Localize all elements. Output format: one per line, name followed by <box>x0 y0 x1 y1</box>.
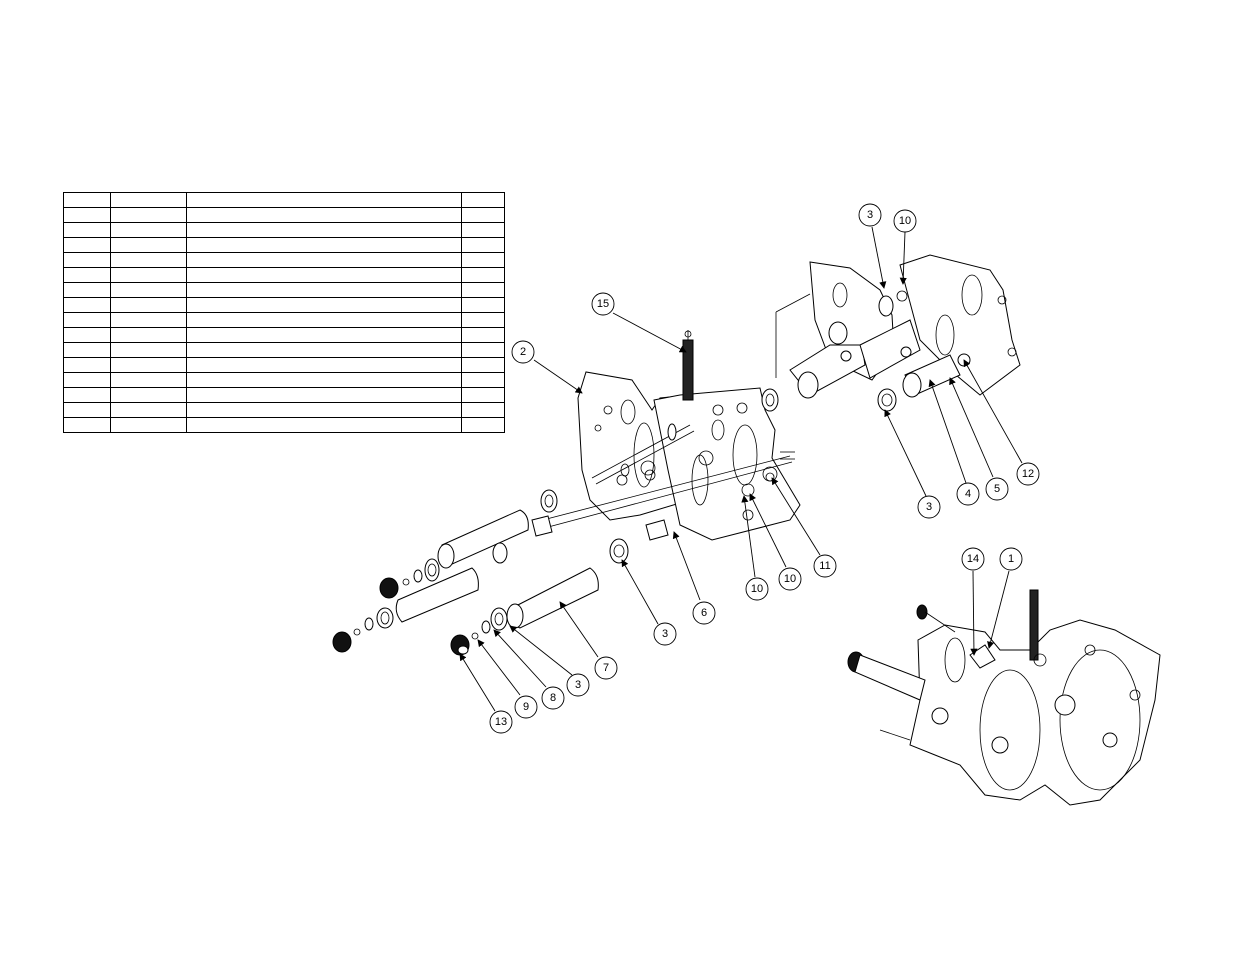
callout-1: 1 <box>999 547 1023 571</box>
upper-roller-bearings <box>402 489 558 586</box>
leader-11 <box>771 477 821 556</box>
svg-text:3: 3 <box>867 209 873 221</box>
leader-3d <box>509 625 573 676</box>
bom-row <box>63 222 505 238</box>
leader-4 <box>928 379 967 484</box>
callout-8: 8 <box>541 686 565 710</box>
svg-text:5: 5 <box>994 483 1000 495</box>
svg-text:1: 1 <box>1008 553 1014 565</box>
svg-text:13: 13 <box>495 716 507 728</box>
callout-4: 4 <box>956 482 980 506</box>
callout-10: 10 <box>893 209 917 233</box>
bom-row <box>63 357 505 373</box>
leader-10b <box>749 493 787 568</box>
right-side-plate <box>653 387 801 541</box>
lower-left-knob <box>332 631 352 653</box>
svg-text:10: 10 <box>784 573 796 585</box>
upper-shaft <box>591 423 695 485</box>
svg-text:7: 7 <box>603 662 609 674</box>
svg-text:8: 8 <box>550 692 556 704</box>
lower-left-bearings <box>353 607 394 636</box>
upper-roller-7a <box>437 509 529 569</box>
bom-row <box>63 252 505 268</box>
svg-text:9: 9 <box>523 701 529 713</box>
upper-knob <box>379 577 399 599</box>
leader-6 <box>672 531 701 601</box>
leader-lines <box>459 226 1023 712</box>
callout-6: 6 <box>692 601 716 625</box>
svg-text:6: 6 <box>701 607 707 619</box>
bom-row <box>63 327 505 343</box>
callout-2: 2 <box>511 340 535 364</box>
bom-row <box>63 282 505 298</box>
leader-15 <box>612 312 687 353</box>
shaft-pins <box>780 451 795 460</box>
bom-row <box>63 207 505 223</box>
washer-8 <box>481 620 491 634</box>
leader-10c <box>741 495 756 578</box>
callout-11: 11 <box>813 554 837 578</box>
bom-cell <box>461 417 505 433</box>
extension-spring-15 <box>682 330 694 401</box>
svg-text:3: 3 <box>926 501 932 513</box>
svg-text:10: 10 <box>751 583 763 595</box>
svg-text:3: 3 <box>662 628 668 640</box>
svg-text:15: 15 <box>597 298 609 310</box>
callout-3: 3 <box>653 622 677 646</box>
callout-7: 7 <box>594 656 618 680</box>
bom-row <box>63 297 505 313</box>
leader-5 <box>949 377 994 478</box>
svg-text:12: 12 <box>1022 468 1034 480</box>
leader-12 <box>963 359 1023 464</box>
bom-table-body <box>63 192 505 433</box>
bearing-3-separate <box>609 538 629 564</box>
callout-13: 13 <box>489 710 513 734</box>
leader-3a <box>871 226 887 289</box>
bom-row <box>63 417 505 433</box>
bearing-near-plate <box>761 388 779 412</box>
lower-left-roller <box>395 567 479 623</box>
callout-9: 9 <box>514 695 538 719</box>
callout-5: 5 <box>985 477 1009 501</box>
svg-text:10: 10 <box>899 215 911 227</box>
svg-text:3: 3 <box>575 679 581 691</box>
leader-1 <box>987 570 1010 649</box>
leader-13 <box>459 653 496 712</box>
leader-10a <box>899 231 907 285</box>
bearing-3-near-roller <box>490 607 508 631</box>
bom-row <box>63 237 505 253</box>
bom-row <box>63 267 505 283</box>
washer-9 <box>471 632 479 640</box>
callout-14: 14 <box>961 547 985 571</box>
svg-text:11: 11 <box>819 560 830 572</box>
svg-text:2: 2 <box>520 346 526 358</box>
bom-row <box>63 387 505 403</box>
svg-text:4: 4 <box>965 488 971 500</box>
callout-12: 12 <box>1016 462 1040 486</box>
callout-3: 3 <box>858 203 882 227</box>
bom-row <box>63 192 505 208</box>
callout-15: 15 <box>591 292 615 316</box>
callout-3: 3 <box>566 673 590 697</box>
leader-2 <box>533 359 583 394</box>
leader-7 <box>559 601 599 658</box>
assembled-view <box>847 589 1161 806</box>
bill-of-materials-table <box>63 192 505 433</box>
callout-3: 3 <box>917 495 941 519</box>
leader-3c <box>621 559 659 625</box>
callout-10: 10 <box>745 577 769 601</box>
leader-8 <box>493 629 547 688</box>
roller-7 <box>506 567 599 629</box>
top-right-subassembly <box>775 254 1021 412</box>
leader-14 <box>970 570 978 656</box>
knob-13 <box>450 634 470 656</box>
callout-balloons: 15 2 3 10 3 4 5 12 11 10 10 6 3 7 3 8 9 … <box>489 203 1040 734</box>
svg-text:14: 14 <box>967 553 979 565</box>
leader-9 <box>477 639 521 696</box>
lower-shaft-6 <box>531 455 793 541</box>
callout-10: 10 <box>778 567 802 591</box>
leader-3b <box>884 409 927 497</box>
